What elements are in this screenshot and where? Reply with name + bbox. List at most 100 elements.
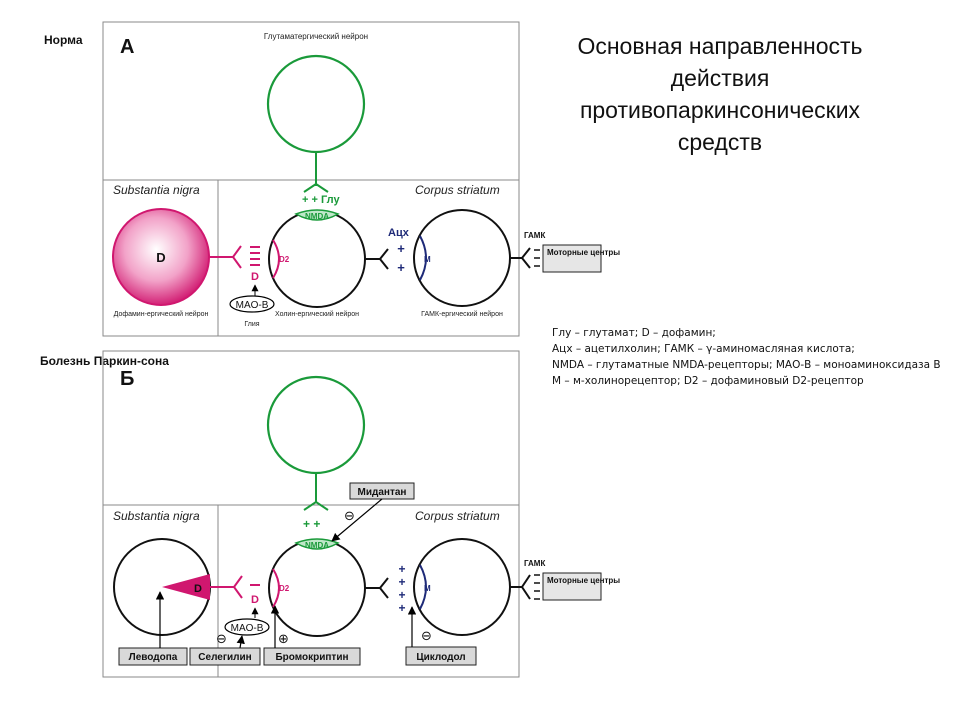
dopamine-release-ticks-a: [250, 246, 260, 266]
selegiline-box: [189, 647, 261, 666]
gaba-terminal-a: [520, 247, 531, 269]
glutamate-neuron-a: [266, 54, 366, 154]
svg-text:+: +: [398, 575, 405, 589]
d2-label-a: D2: [279, 255, 290, 264]
panel-a-side-label: Норма: [44, 33, 83, 47]
levodopa-box: [118, 647, 188, 666]
selegiline-label: Селегилин: [198, 652, 251, 663]
title-line-3: противопаркинсонических: [579, 97, 861, 123]
bromocriptine-stimulate-icon: ⊕: [278, 631, 289, 646]
gaba-minus-b: [534, 574, 540, 600]
panel-b: Болезнь Паркин-сона Б + + Substantia nig…: [40, 350, 620, 678]
svg-text:+: +: [398, 562, 405, 576]
substantia-nigra-label-b: Substantia nigra: [113, 509, 200, 523]
motor-centers-label-b: Моторные центры: [547, 576, 620, 585]
panel-a-letter: А: [120, 36, 134, 58]
m-receptor-label-a: M: [424, 255, 431, 264]
d2-receptor-b: [272, 568, 280, 608]
dopamine-release-label-b: D: [251, 594, 259, 606]
slide-title: Основная направленность действия противо…: [540, 30, 900, 158]
mao-b-label-a: MAO-B: [236, 300, 269, 311]
nmda-receptor-a: [294, 209, 340, 221]
legend-line-2: Ацх – ацетилхолин; ГАМК – γ-аминомасляна…: [552, 343, 855, 355]
panel-b-side-label: Болезнь Паркин-сона: [40, 354, 169, 368]
panel-b-letter: Б: [120, 368, 134, 390]
glu-plus-b: + +: [303, 517, 320, 531]
glutamate-terminal-b: [303, 500, 329, 511]
gaba-label-b: ГАМК: [524, 559, 545, 568]
motor-centers-box-a: [542, 244, 602, 273]
cholinergic-label-line: Холин-ергический нейрон: [275, 310, 359, 318]
midantan-inhibit-icon: ⊖: [344, 508, 355, 523]
dopamine-label-a: D: [156, 250, 165, 265]
ach-label-a: Ацх: [388, 227, 410, 239]
nmda-label-a: NMDA: [305, 212, 329, 221]
dopamine-label-b: D: [194, 583, 202, 595]
ach-plus-cluster-b: ++++: [398, 562, 405, 615]
glutamate-terminal-a: [303, 182, 329, 193]
motor-centers-box-b: [542, 572, 602, 601]
cholinergic-terminal-b: [378, 577, 389, 599]
title-line-2: действия: [670, 65, 770, 91]
dopamine-terminal-b: [232, 575, 243, 599]
d2-label-b: D2: [279, 584, 290, 593]
panel-a: Норма А Глутаматергический нейрон + + Гл…: [44, 21, 620, 337]
cyclodol-box: [405, 646, 477, 666]
glutamate-neuron-label: Глутаматергический нейрон: [264, 32, 368, 41]
glutamate-neuron-label-line: Глутаматергический нейрон: [264, 32, 368, 41]
nmda-receptor-b: [294, 538, 340, 550]
gabaergic-label-line: ГАМК-ергический нейрон: [421, 310, 503, 318]
glia-label-a: Глия: [244, 321, 259, 328]
m-receptor-label-b: M: [424, 584, 431, 593]
dopaminergic-neuron-label-a: Дофамин-ергический нейрон: [114, 310, 209, 318]
panel-b-side-label-line: Болезнь Паркин-сона: [40, 354, 169, 368]
ach-plus-a: +: [397, 241, 405, 256]
d2-receptor-a: [272, 239, 280, 279]
title-line-1: Основная направленность: [577, 33, 863, 59]
panel-a-frame: [102, 21, 520, 337]
svg-text:+: +: [398, 588, 405, 602]
glutamate-neuron-b: [266, 375, 366, 475]
motor-centers-label-a: Моторные центры: [547, 248, 620, 257]
dopamine-terminal-a: [231, 245, 242, 269]
cyclodol-inhibit-icon: ⊖: [421, 628, 432, 643]
mao-b-label-b: MAO-B: [231, 623, 264, 634]
title-line-4: средств: [677, 129, 763, 155]
cholinergic-neuron-label-a: Холин-ергический нейрон: [275, 310, 359, 318]
glu-signal-a: + + Глу: [302, 194, 340, 206]
legend-line-1: Глу – глутамат; D – дофамин;: [552, 327, 716, 339]
abbreviation-legend: Глу – глутамат; D – дофамин; Ацх – ацети…: [552, 325, 957, 389]
gabaergic-neuron-label-a: ГАМК-ергический нейрон: [421, 310, 503, 318]
selegiline-inhibit-icon: ⊖: [216, 631, 227, 646]
dopaminergic-label-line: Дофамин-ергический нейрон: [114, 310, 209, 318]
dopamine-sector-b: [162, 574, 210, 600]
bromocriptine-box: [263, 647, 361, 666]
legend-line-3: NMDA – глутаматные NMDA-рецепторы; МАО-В…: [552, 359, 941, 371]
midantan-label: Мидантан: [358, 487, 407, 498]
substantia-nigra-label-a: Substantia nigra: [113, 183, 200, 197]
nmda-label-b: NMDA: [305, 541, 329, 550]
levodopa-label: Леводопа: [129, 652, 178, 663]
legend-line-4: М – м-холинорецептор; D2 – дофаминовый D…: [552, 375, 864, 387]
selegiline-arrow: [236, 635, 245, 649]
ach-plus-a-2: +: [397, 260, 405, 275]
m-receptor-b: [419, 564, 427, 610]
dopamine-release-label-a: D: [251, 271, 259, 283]
m-receptor-a: [419, 235, 427, 281]
motor-centers-line-b: Моторные центры: [547, 576, 620, 585]
midantan-arrow: [331, 498, 383, 542]
gaba-minus-a: [534, 249, 540, 267]
cholinergic-terminal-a: [378, 248, 389, 270]
corpus-striatum-label-a: Corpus striatum: [415, 183, 500, 197]
svg-text:+: +: [398, 601, 405, 615]
gaba-terminal-b: [520, 574, 531, 600]
bromocriptine-label: Бромокриптин: [275, 652, 348, 663]
cyclodol-label: Циклодол: [416, 652, 465, 663]
corpus-striatum-label-b: Corpus striatum: [415, 509, 500, 523]
gaba-label-a: ГАМК: [524, 231, 545, 240]
mao-b-ellipse-b: [224, 618, 270, 636]
panel-b-frame: [102, 350, 520, 678]
mao-b-ellipse-a: [229, 295, 275, 313]
motor-centers-line: Моторные центры: [547, 248, 620, 257]
